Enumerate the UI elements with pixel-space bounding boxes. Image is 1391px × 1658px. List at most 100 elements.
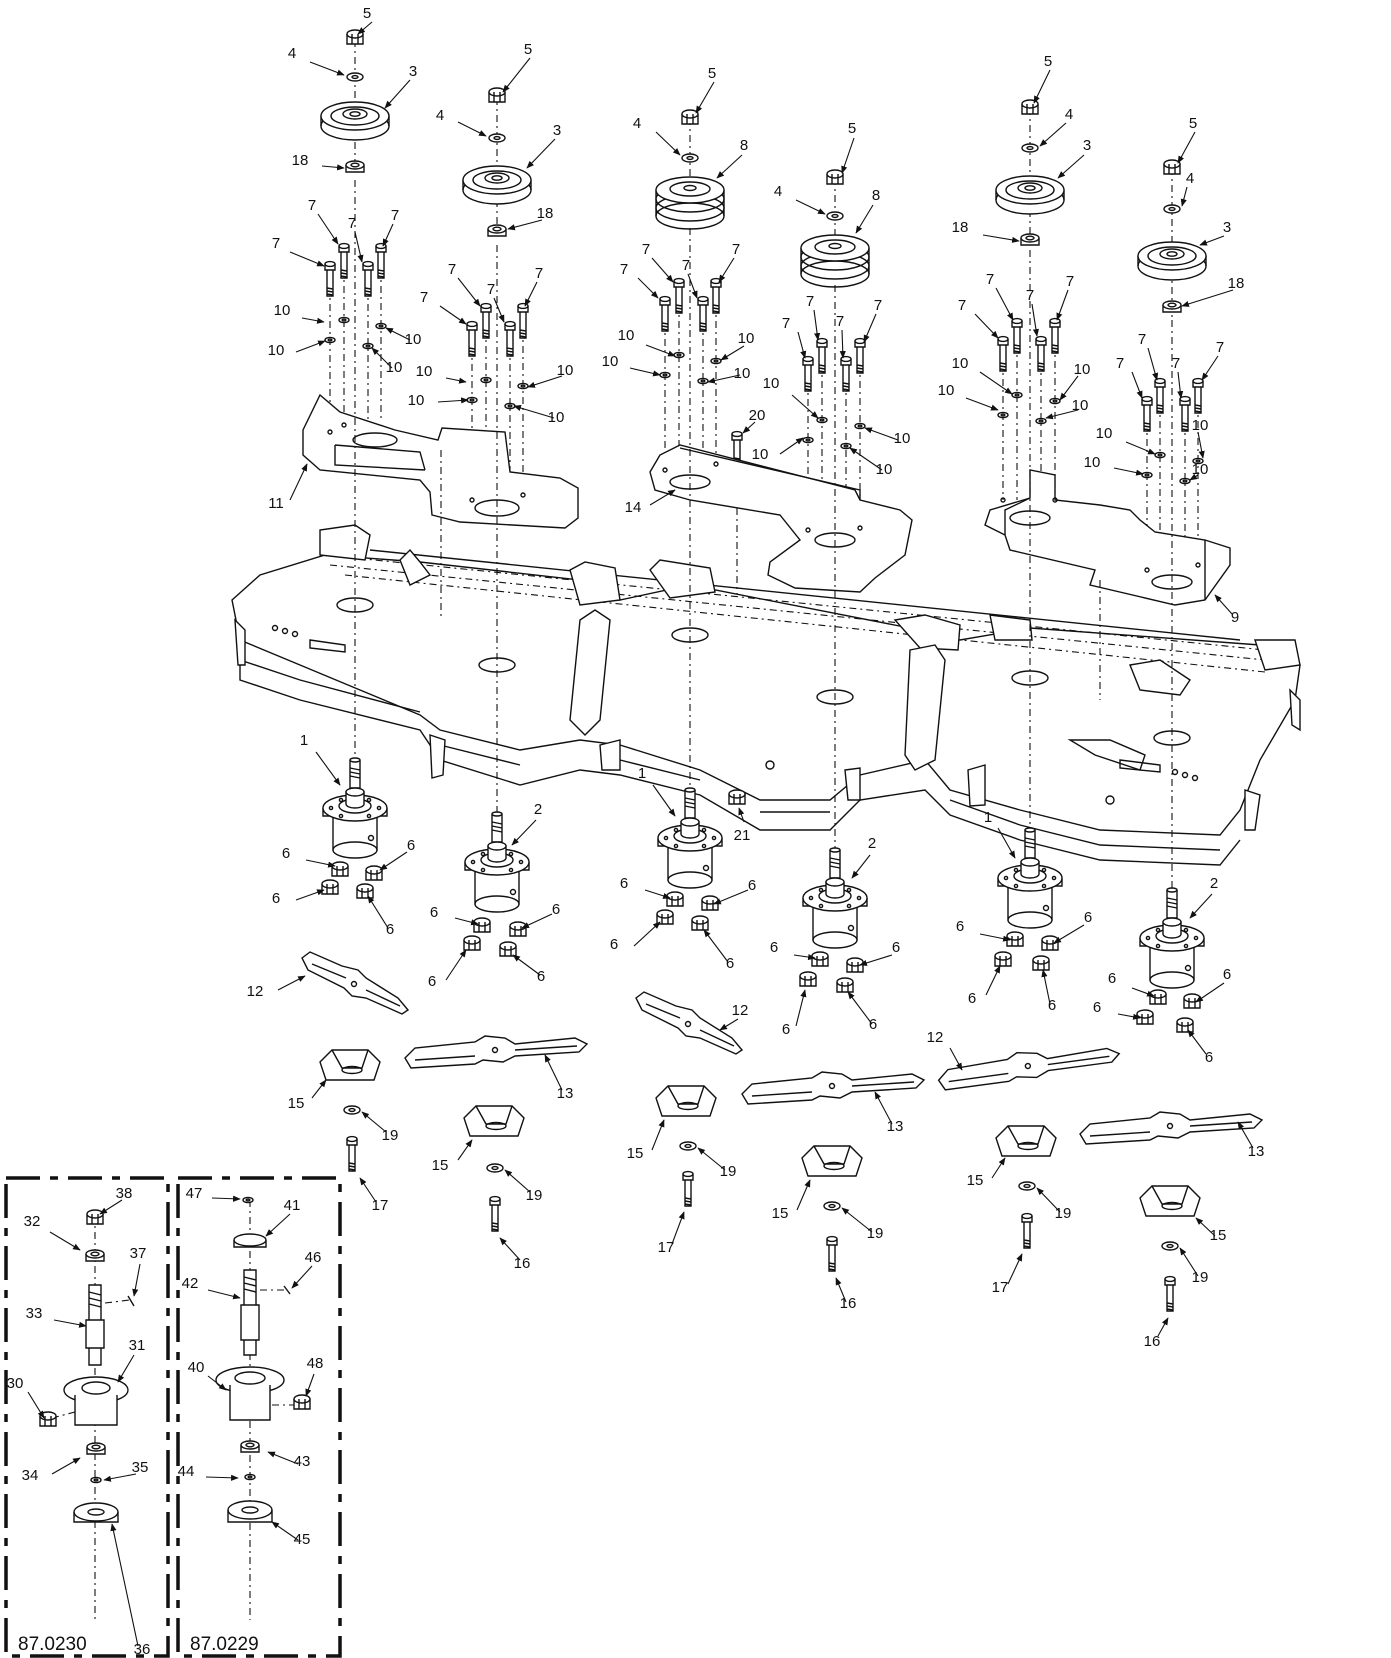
leader-c10d xyxy=(371,347,393,369)
leader-c4e xyxy=(1039,122,1067,147)
leader-c7f xyxy=(493,297,505,323)
callout-c4d: 4 xyxy=(774,183,782,200)
leader-c1c xyxy=(997,827,1016,859)
callout-c4b: 4 xyxy=(436,107,444,124)
leader-c7r xyxy=(1031,303,1039,337)
callout-c10b: 10 xyxy=(268,342,285,359)
callout-c4e: 4 xyxy=(1065,106,1073,123)
leader-c7t xyxy=(974,313,999,339)
leader-c6n xyxy=(795,989,807,1027)
leader-c5a xyxy=(357,21,373,35)
leader-c2b xyxy=(851,854,871,879)
leader-c6o xyxy=(859,954,893,966)
leader-c7w xyxy=(1201,355,1219,381)
leader-c3a xyxy=(384,79,411,109)
callout-c19e: 19 xyxy=(1055,1205,1072,1222)
callout-c16a: 16 xyxy=(514,1255,531,1272)
leader-c10j xyxy=(629,367,661,377)
callout-c45: 45 xyxy=(294,1531,311,1548)
leader-c15a xyxy=(311,1079,327,1099)
leader-c16b xyxy=(835,1277,847,1303)
callout-c6h: 6 xyxy=(537,968,545,985)
leader-c3b xyxy=(526,138,556,169)
callout-c19d: 19 xyxy=(867,1225,884,1242)
leader-c6m xyxy=(793,953,816,961)
callout-c17c: 17 xyxy=(992,1279,1009,1296)
callout-c18a: 18 xyxy=(292,152,309,169)
inset-left-parts xyxy=(39,1209,135,1620)
leader-c7p xyxy=(797,331,807,359)
leader-c5e xyxy=(1033,69,1051,104)
leader-c43 xyxy=(267,1451,299,1465)
leader-c11 xyxy=(289,463,308,501)
leader-c47 xyxy=(211,1195,241,1202)
callout-c10j: 10 xyxy=(602,353,619,370)
bolt-set-3 xyxy=(659,277,722,470)
leader-c10c xyxy=(385,327,411,341)
leader-c38 xyxy=(99,1199,123,1215)
callout-c7m: 7 xyxy=(806,293,814,310)
inset-right-frame xyxy=(176,1176,342,1658)
top-pulley-stack-4 xyxy=(800,169,870,288)
callout-c13c: 13 xyxy=(1248,1143,1265,1160)
callout-c38: 38 xyxy=(116,1185,133,1202)
leader-c15c xyxy=(651,1119,665,1151)
leader-c19d xyxy=(841,1207,873,1233)
callout-c10e: 10 xyxy=(416,363,433,380)
leader-c6p xyxy=(847,991,873,1025)
callout-c47: 47 xyxy=(186,1185,203,1202)
bolt-set-5 xyxy=(997,317,1061,500)
leader-c18a xyxy=(321,164,345,171)
callout-c6v: 6 xyxy=(1093,999,1101,1016)
callout-c8a: 8 xyxy=(740,137,748,154)
callout-c7p: 7 xyxy=(782,315,790,332)
callout-c16c: 16 xyxy=(1144,1333,1161,1350)
blade-13b xyxy=(741,1071,925,1105)
callout-c5c: 5 xyxy=(708,65,716,82)
callout-c48: 48 xyxy=(307,1355,324,1372)
leader-c10r xyxy=(965,397,999,411)
callout-c3a: 3 xyxy=(409,63,417,80)
leader-c40 xyxy=(207,1375,227,1391)
leader-c16a xyxy=(499,1237,521,1261)
callout-c15e: 15 xyxy=(967,1172,984,1189)
callout-c5b: 5 xyxy=(524,41,532,58)
leader-c10o xyxy=(864,427,899,441)
callout-c3b: 3 xyxy=(553,122,561,139)
callout-c12c: 12 xyxy=(927,1029,944,1046)
callout-c3d: 3 xyxy=(1223,219,1231,236)
callout-c7t: 7 xyxy=(958,297,966,314)
callout-c6j: 6 xyxy=(610,936,618,953)
leader-c10p xyxy=(849,447,883,471)
leader-c7u xyxy=(1147,347,1159,381)
leader-c7c xyxy=(382,223,394,247)
callout-c7a: 7 xyxy=(308,197,316,214)
callout-c43: 43 xyxy=(294,1453,311,1470)
leader-c6a xyxy=(305,859,336,868)
leader-c16c xyxy=(1157,1317,1169,1337)
leader-c7s xyxy=(1056,289,1069,321)
callout-c10g: 10 xyxy=(557,362,574,379)
leader-c6r xyxy=(985,965,1001,996)
leader-c13c xyxy=(1237,1121,1254,1149)
callout-c6q: 6 xyxy=(956,918,964,935)
callout-c10p: 10 xyxy=(876,461,893,478)
leader-c5c xyxy=(695,81,715,114)
callout-c7j: 7 xyxy=(682,257,690,274)
callout-c6o: 6 xyxy=(892,939,900,956)
callout-c6b: 6 xyxy=(272,890,280,907)
callout-c10w: 10 xyxy=(1192,417,1209,434)
leader-c6x xyxy=(1187,1029,1207,1055)
callout-c15a: 15 xyxy=(288,1095,305,1112)
callout-c10c: 10 xyxy=(405,331,422,348)
leader-c6q xyxy=(979,933,1011,942)
leader-c6d xyxy=(367,895,389,929)
callout-c19a: 19 xyxy=(382,1127,399,1144)
leader-c10m xyxy=(791,394,819,419)
leader-c10k xyxy=(720,345,745,361)
leader-c7l xyxy=(637,277,659,299)
lower-stack-4 xyxy=(801,1145,863,1272)
callout-c12a: 12 xyxy=(247,983,264,1000)
callout-c6i: 6 xyxy=(620,875,628,892)
mower-deck xyxy=(231,524,1301,866)
